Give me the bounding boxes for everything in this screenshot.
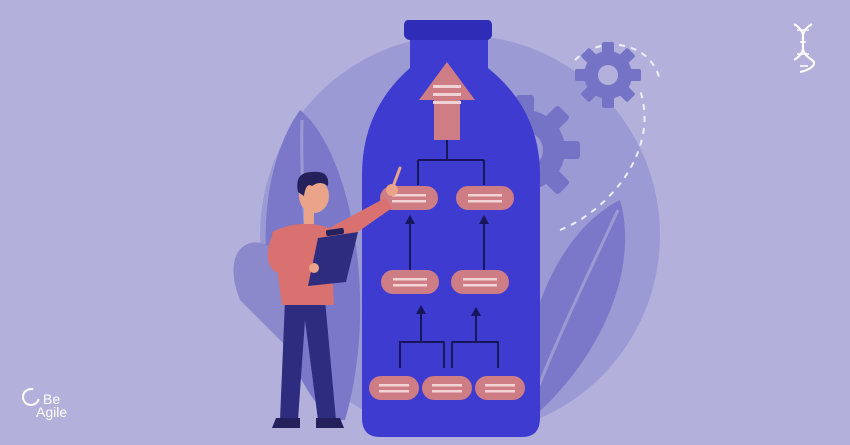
gear-icon — [575, 42, 641, 108]
node — [475, 376, 525, 400]
hair — [297, 171, 329, 196]
bottle-cap — [404, 20, 492, 40]
hand — [386, 184, 398, 196]
person — [267, 166, 402, 428]
lower-arm — [267, 236, 312, 272]
node — [369, 376, 419, 400]
node — [451, 270, 509, 294]
head — [299, 179, 329, 213]
dashed-orbit-top — [574, 43, 661, 81]
bottle — [362, 20, 540, 437]
hierarchy-arrowheads — [405, 215, 489, 316]
hierarchy-connectors — [399, 140, 499, 368]
brand-line-2: Agile — [36, 404, 68, 420]
dashed-orbit — [559, 89, 646, 231]
brand-line-1: Be — [43, 391, 61, 407]
pants — [280, 300, 336, 420]
node — [381, 270, 439, 294]
shoe — [272, 418, 300, 428]
node — [422, 376, 472, 400]
clipboard — [308, 228, 358, 286]
dna-helix-icon — [793, 23, 816, 73]
brand-logo: Be Agile — [18, 384, 68, 420]
shoe — [316, 418, 344, 428]
node — [456, 186, 514, 210]
arrow-up-icon — [419, 62, 475, 140]
